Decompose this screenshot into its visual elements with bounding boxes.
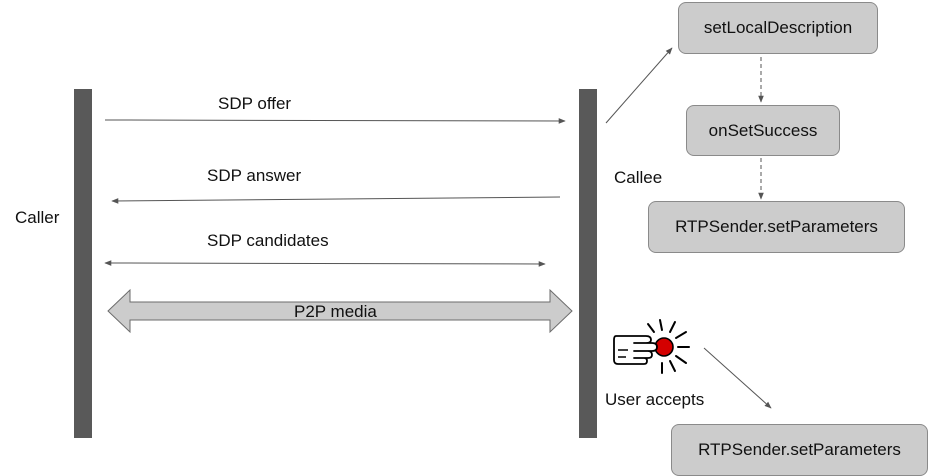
on-set-success-box: onSetSuccess [686, 105, 840, 156]
offer-label: SDP offer [218, 94, 292, 113]
candidates-label: SDP candidates [207, 231, 329, 250]
user-accepts-label: User accepts [605, 390, 705, 409]
candidates-arrow [104, 260, 546, 267]
media-label: P2P media [294, 302, 377, 321]
answer-arrow [111, 196, 561, 204]
rtp-sender-set-parameters-box-2: RTPSender.setParameters [671, 424, 928, 476]
callee-label: Callee [614, 168, 663, 187]
caller-lifeline [74, 89, 92, 438]
rtp-sender-set-parameters-box-1: RTPSender.setParameters [648, 201, 905, 253]
offer-arrow [104, 118, 566, 124]
media-arrow [107, 288, 573, 334]
callee-to-setlocal-arrow [605, 47, 673, 124]
callee-lifeline [579, 89, 597, 438]
answer-label: SDP answer [207, 166, 302, 185]
hand-pressing-button-icon [613, 319, 690, 374]
set-local-description-box: setLocalDescription [678, 2, 878, 54]
caller-label: Caller [15, 208, 60, 227]
accept-to-setparams-arrow [703, 347, 772, 409]
